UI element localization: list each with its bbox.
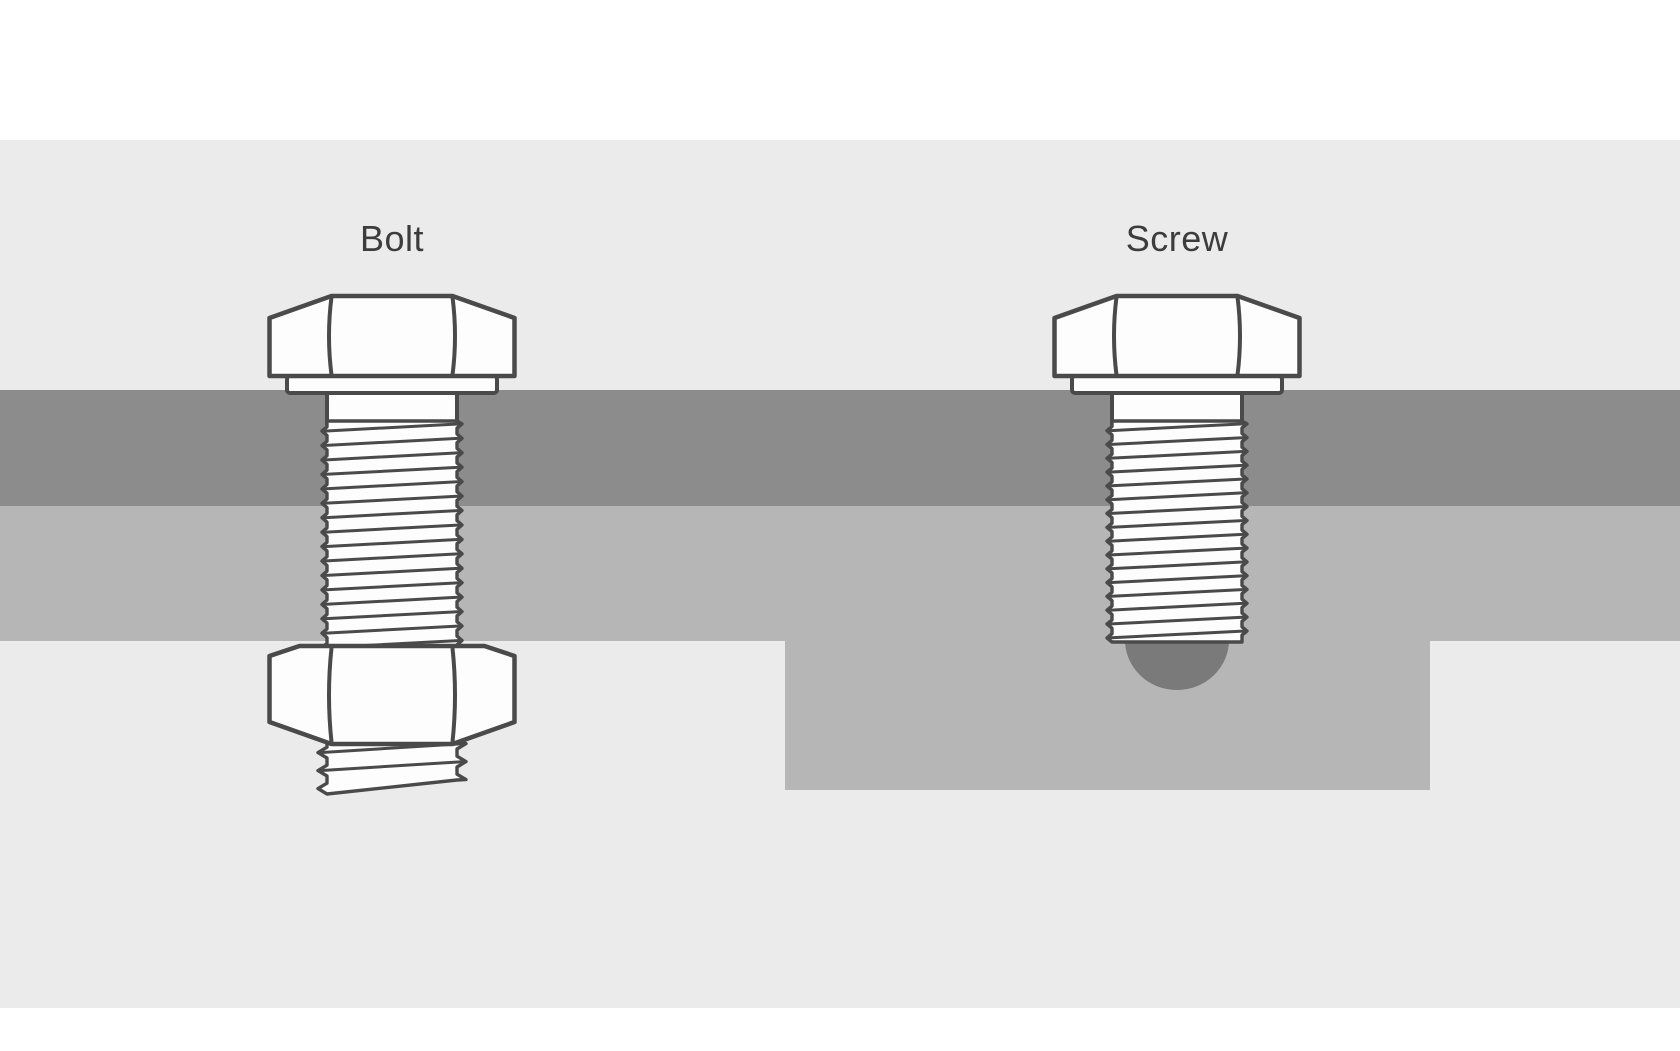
bolt-label: Bolt [359,218,425,259]
bottom-plate [0,506,1680,641]
screw-illustration [1052,293,1302,690]
bolt-illustration [267,293,517,796]
bottom-plate-thick-section [785,641,1430,790]
top-plate [0,390,1680,506]
screw-label: Screw [1125,218,1229,259]
